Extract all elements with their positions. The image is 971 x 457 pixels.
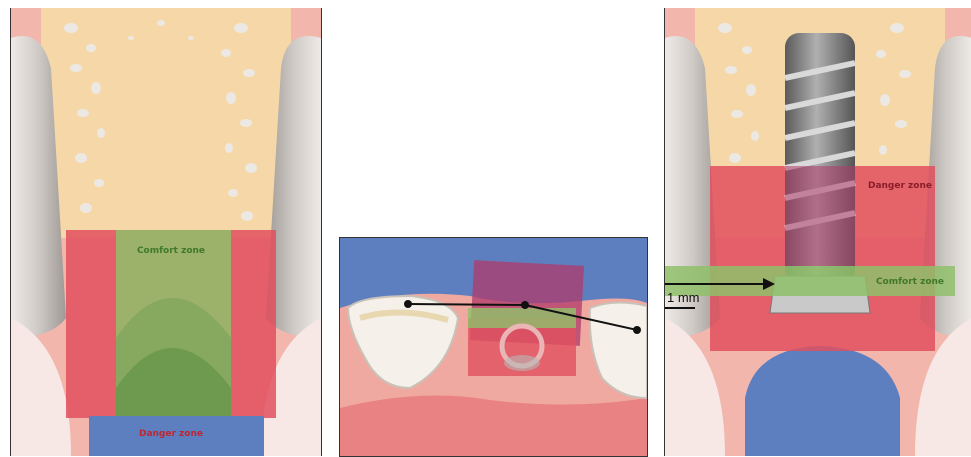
comfort-zone-label: Comfort zone: [876, 277, 944, 287]
danger-zone-label: Danger zone: [868, 181, 932, 191]
middle-diagram-svg: [340, 238, 647, 456]
implant-shadow: [504, 355, 540, 371]
line-point-center: [521, 301, 529, 309]
line-point-right: [633, 326, 641, 334]
right-diagram-svg: 1 mm Danger zone Comfort zone: [665, 8, 971, 456]
implant-tint: [785, 166, 855, 266]
danger-zone-label: Danger zone: [139, 429, 203, 439]
comfort-zone-label: Comfort zone: [137, 246, 205, 256]
one-mm-label: 1 mm: [667, 290, 700, 305]
left-diagram-svg: Comfort zone Danger zone: [11, 8, 321, 456]
bone-area: [41, 8, 291, 238]
line-point-left: [404, 300, 412, 308]
blue-base: [745, 346, 900, 456]
left-diagram-panel: Comfort zone Danger zone: [10, 8, 322, 456]
right-diagram-panel: 1 mm Danger zone Comfort zone: [664, 8, 971, 456]
middle-diagram-panel: [339, 237, 648, 457]
lower-gum-band: [340, 396, 647, 457]
